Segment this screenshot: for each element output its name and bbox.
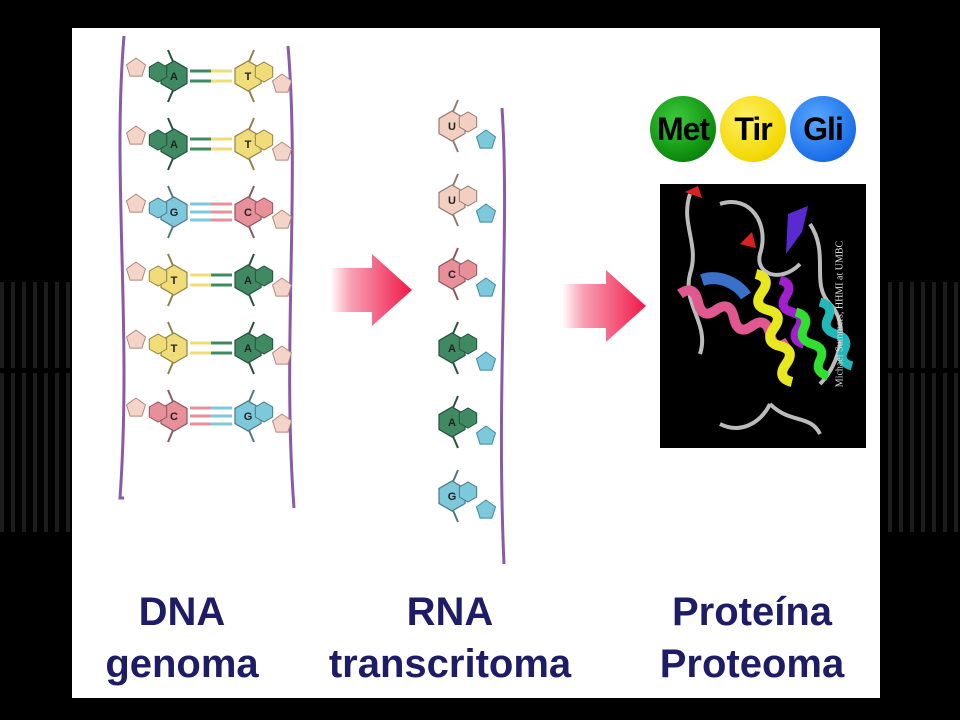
rna-base-0: U bbox=[438, 99, 478, 153]
rna-nucleotide: G bbox=[438, 469, 497, 523]
rna-base-5-label: G bbox=[448, 491, 457, 503]
caption-protein-subtitle: Proteoma bbox=[659, 642, 845, 686]
dna-base-left-2: G bbox=[148, 185, 188, 239]
rna-strand: U U C A A G bbox=[438, 99, 507, 565]
rna-base-1-label: U bbox=[448, 195, 456, 207]
amino-acid-tir: Tir bbox=[720, 96, 786, 162]
caption-dna-title: DNA bbox=[138, 590, 226, 634]
dna-base-left-4: T bbox=[148, 321, 188, 375]
helix-yellow bbox=[753, 269, 795, 387]
dna-base-right-4: A bbox=[234, 321, 274, 375]
caption-dna-subtitle: genoma bbox=[105, 642, 259, 686]
dna-base-left-0-label: A bbox=[170, 71, 178, 83]
dna-base-right-5: G bbox=[234, 389, 274, 443]
caption-rna-subtitle: transcritoma bbox=[328, 642, 572, 686]
dna-base-left-3-label: T bbox=[171, 275, 178, 287]
dna-base-right-5-label: G bbox=[244, 411, 253, 423]
image-credit: Michael Summers, HHMI at UMBC bbox=[834, 240, 846, 388]
dna-base-left-5-label: C bbox=[170, 411, 178, 423]
rna-base-4-label: A bbox=[448, 417, 456, 429]
rna-base-4: A bbox=[438, 395, 478, 449]
amino-acid-met: Met bbox=[650, 96, 716, 162]
rna-base-3-label: A bbox=[448, 343, 456, 355]
decorative-stripes-left bbox=[0, 282, 72, 532]
caption-protein-title: Proteína bbox=[671, 590, 833, 634]
rna-base-3: A bbox=[438, 321, 478, 375]
dna-base-right-0-label: T bbox=[245, 71, 252, 83]
protein-ribbon bbox=[677, 186, 854, 436]
caption-rna-title: RNA bbox=[406, 590, 494, 634]
caption-rna: RNA transcritoma bbox=[300, 586, 600, 690]
protein-structure-image: Michael Summers, HHMI at UMBC bbox=[660, 184, 866, 448]
dna-base-right-3: A bbox=[234, 253, 274, 307]
rna-base-0-label: U bbox=[448, 121, 456, 133]
dna-base-left-1: A bbox=[148, 117, 188, 171]
dna-backbone-right bbox=[286, 45, 296, 509]
helix-cyan bbox=[818, 297, 854, 371]
dna-base-left-1-label: A bbox=[170, 139, 178, 151]
dna-base-left-3: T bbox=[148, 253, 188, 307]
rna-nucleotide: A bbox=[438, 395, 497, 449]
rna-nucleotide: A bbox=[438, 321, 497, 375]
dna-base-right-1: T bbox=[234, 117, 274, 171]
dna-backbone-left bbox=[118, 35, 126, 500]
rna-nucleotide: C bbox=[438, 247, 497, 301]
dna-base-right-1-label: T bbox=[245, 139, 252, 151]
dna-base-right-0: T bbox=[234, 49, 274, 103]
rna-base-2-label: C bbox=[448, 269, 456, 281]
arrow-rna-to-protein bbox=[562, 270, 646, 342]
rna-base-1: U bbox=[438, 173, 478, 227]
dna-base-left-0: A bbox=[148, 49, 188, 103]
dna-base-left-2-label: G bbox=[170, 207, 179, 219]
caption-protein: Proteína Proteoma bbox=[632, 586, 872, 690]
rna-base-2: C bbox=[438, 247, 478, 301]
amino-acid-gli: Gli bbox=[790, 96, 856, 162]
rna-backbone bbox=[499, 107, 507, 565]
dna-base-right-2: C bbox=[234, 185, 274, 239]
rna-nucleotide: U bbox=[438, 173, 497, 227]
rna-nucleotide: U bbox=[438, 99, 497, 153]
caption-dna: DNA genoma bbox=[72, 586, 292, 690]
helix-purple bbox=[778, 275, 806, 349]
decorative-stripes-right bbox=[888, 282, 960, 532]
dna-base-left-5: C bbox=[148, 389, 188, 443]
dna-base-left-4-label: T bbox=[171, 343, 178, 355]
dna-base-right-4-label: A bbox=[244, 343, 252, 355]
dna-base-right-3-label: A bbox=[244, 275, 252, 287]
arrow-dna-to-rna bbox=[330, 254, 412, 326]
rna-base-5: G bbox=[438, 469, 478, 523]
dna-base-right-2-label: C bbox=[244, 207, 252, 219]
helix-green bbox=[794, 307, 830, 381]
